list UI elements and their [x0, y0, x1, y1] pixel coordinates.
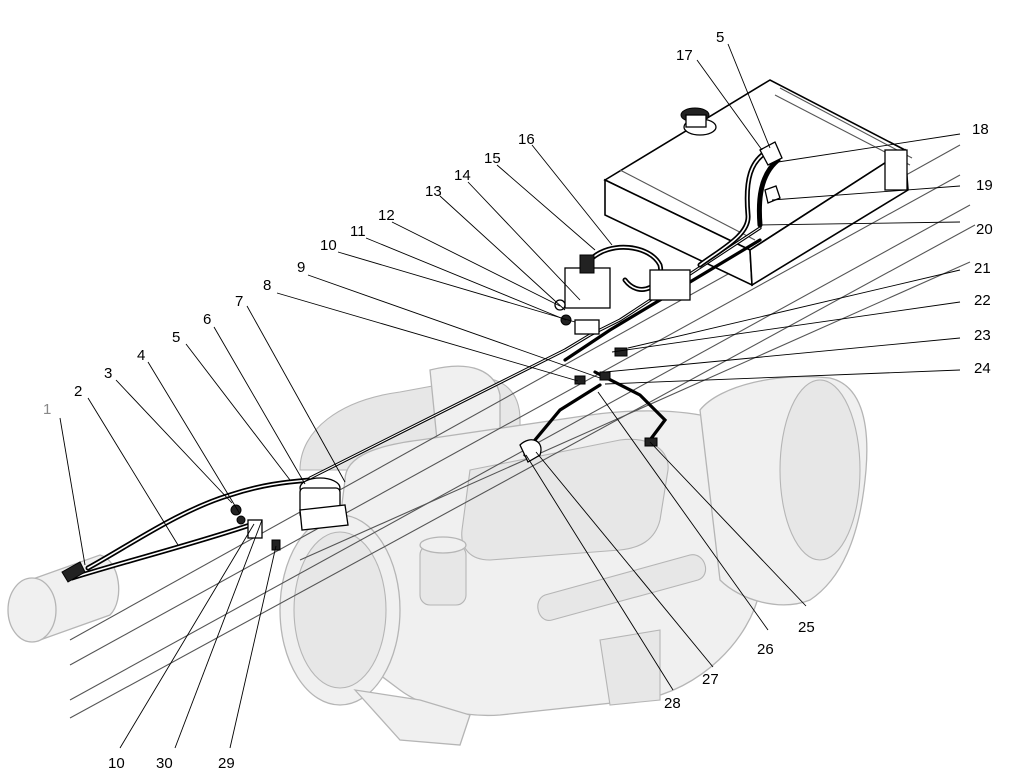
label-26: 26	[757, 641, 774, 658]
label-14: 14	[454, 167, 471, 184]
label-20: 20	[976, 221, 993, 238]
label-23: 23	[974, 327, 991, 344]
label-8: 8	[263, 277, 271, 294]
label-30: 30	[156, 755, 173, 772]
part-labels: 1 2 3 4 5 6 7 8 9 10 11 12 13 14 15 16 1…	[43, 29, 993, 772]
label-6: 6	[203, 311, 211, 328]
label-3: 3	[104, 365, 112, 382]
label-5-left: 5	[172, 329, 180, 346]
leader-lines	[59, 43, 961, 749]
label-9: 9	[297, 259, 305, 276]
label-4: 4	[137, 347, 145, 364]
small-parts	[61, 141, 783, 583]
label-12: 12	[378, 207, 395, 224]
filter-assembly	[554, 254, 691, 335]
engine-ghost	[279, 365, 868, 746]
label-15: 15	[484, 150, 501, 167]
label-10-top: 10	[320, 237, 337, 254]
label-28: 28	[664, 695, 681, 712]
label-7: 7	[235, 293, 243, 310]
label-17: 17	[676, 47, 693, 64]
label-18: 18	[972, 121, 989, 138]
label-1: 1	[43, 401, 51, 418]
air-cleaner-ghost	[7, 554, 120, 643]
label-2: 2	[74, 383, 82, 400]
label-27: 27	[702, 671, 719, 688]
label-21: 21	[974, 260, 991, 277]
label-24: 24	[974, 360, 991, 377]
label-13: 13	[425, 183, 442, 200]
label-5-top: 5	[716, 29, 724, 46]
label-10-bottom: 10	[108, 755, 125, 772]
label-29: 29	[218, 755, 235, 772]
label-11: 11	[350, 223, 366, 240]
label-19: 19	[976, 177, 993, 194]
label-16: 16	[518, 131, 535, 148]
label-22: 22	[974, 292, 991, 309]
label-25: 25	[798, 619, 815, 636]
